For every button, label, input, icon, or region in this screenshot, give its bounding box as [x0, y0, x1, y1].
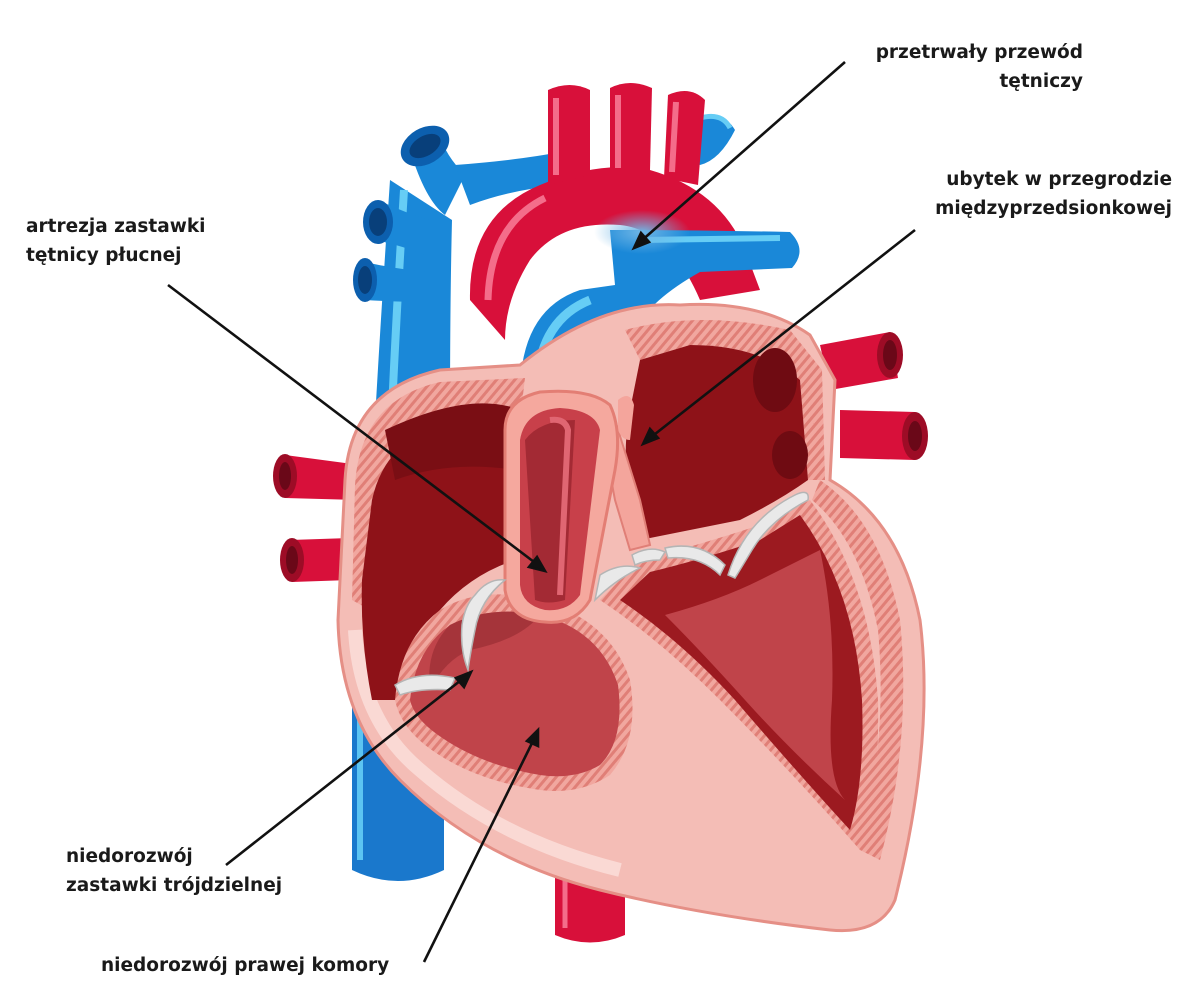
label-line: ubytek w przegrodzie — [946, 169, 1172, 190]
mitral-valve-leaflet-3 — [664, 545, 726, 577]
leader-line-septal-defect — [649, 228, 916, 440]
label-line: niedorozwój — [66, 846, 193, 867]
mitral-valve-leaflet-4 — [727, 491, 809, 579]
arrowhead-septal-defect — [640, 426, 661, 447]
leader-line-rv — [422, 736, 537, 963]
arrowhead-rv — [524, 726, 540, 749]
leader-line-patent-ductus — [639, 61, 846, 243]
arrowhead-patent-ductus — [631, 230, 652, 251]
label-patent-ductus-arteriosus: przetrwały przewód tętniczy — [876, 38, 1083, 96]
label-line: międzyprzedsionkowej — [935, 198, 1172, 219]
right-ventricle — [395, 594, 633, 791]
tricuspid-valve-leaflet-2 — [460, 579, 507, 673]
pulmonary-veins-right — [820, 332, 928, 460]
arrowhead-pulmonary-atresia — [526, 554, 548, 574]
leader-line-pulmonary-atresia — [167, 283, 539, 567]
right-atrium — [361, 403, 520, 700]
valves — [394, 491, 809, 696]
label-right-ventricle-hypoplasia: niedorozwój prawej komory — [101, 951, 389, 980]
label-line: artrezja zastawki — [26, 216, 206, 237]
label-line: tętnicy płucnej — [26, 245, 182, 266]
left-ventricle — [600, 500, 879, 850]
label-pulmonary-valve-atresia: artrezja zastawki tętnicy płucnej — [26, 212, 205, 270]
label-line: zastawki trójdzielnej — [66, 875, 283, 896]
leader-line-tricuspid — [225, 675, 466, 867]
label-line: niedorozwój prawej komory — [101, 955, 390, 976]
ductus-arteriosus-glow — [594, 210, 690, 254]
arrowhead-tricuspid — [453, 669, 474, 690]
label-tricuspid-valve-hypoplasia: niedorozwój zastawki trójdzielnej — [66, 842, 282, 900]
left-atrium — [625, 345, 808, 540]
mitral-valve-leaflet-2 — [631, 548, 667, 567]
label-line: tętniczy — [999, 71, 1083, 92]
label-atrial-septal-defect: ubytek w przegrodzie międzyprzedsionkowe… — [935, 165, 1172, 223]
mitral-valve-leaflet — [593, 565, 643, 603]
label-line: przetrwały przewód — [875, 42, 1083, 63]
leader-lines — [167, 61, 916, 963]
pulmonary-veins-left — [273, 454, 360, 582]
superior-vena-cava — [353, 113, 735, 420]
aortic-arch — [469, 83, 760, 340]
